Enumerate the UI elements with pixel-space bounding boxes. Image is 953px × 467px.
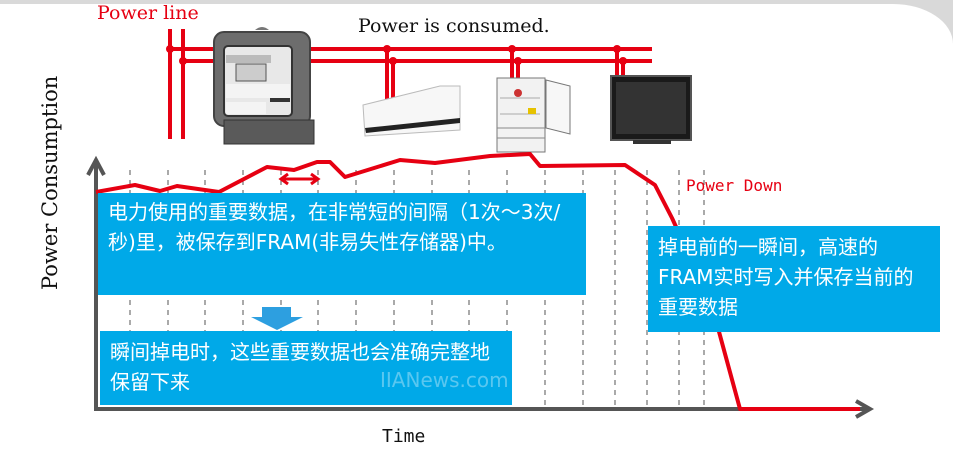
junction-dot [613,45,621,53]
junction-dots [166,45,627,65]
junction-dot [166,45,174,53]
power-line-label: Power line [97,2,199,24]
electricity-meter-icon [213,27,315,145]
y-axis-label: Power Consumption [38,75,62,290]
axes [94,160,866,411]
down-arrow-icon [251,307,303,330]
data-retained-box: 瞬间掉电时，这些重要数据也会准确完整地保留下来 [100,331,512,405]
junction-dot [619,57,627,65]
watermark: IIANews.com [380,368,509,392]
y-axis-arrow-icon [86,155,106,176]
power-consumed-label: Power is consumed. [358,15,550,37]
interval-double-arrow-icon [278,172,321,186]
junction-dot [508,45,516,53]
interval-save-box: 电力使用的重要数据，在非常短的间隔（1次～3次/秒)里，被保存到FRAM(非易失… [98,193,586,295]
junction-dot [389,57,397,65]
x-axis-arrow-icon [855,399,875,419]
junction-dot [179,57,187,65]
x-axis-label: Time [382,426,426,447]
power-lines [168,29,652,139]
air-conditioner-icon [362,85,461,137]
junction-dot [514,57,522,65]
power-down-label: Power Down [686,176,783,195]
refrigerator-icon [496,77,571,153]
junction-dot [383,45,391,53]
before-power-down-box: 掉电前的一瞬间，高速的FRAM实时写入并保存当前的重要数据 [648,226,940,332]
television-icon [610,75,692,144]
